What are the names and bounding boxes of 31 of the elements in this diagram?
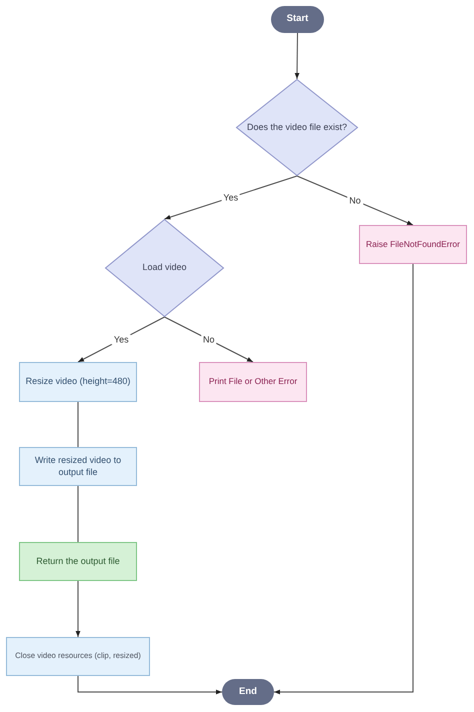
terminal-pill [222,679,274,705]
step-label: Raise FileNotFoundError [366,238,460,250]
edge-label: No [201,334,216,345]
edge-label: Yes [221,192,240,203]
process-box [19,362,137,402]
arrow [78,676,222,694]
decision-diamond [236,79,358,176]
process-box [19,447,137,486]
terminal-label: Start [286,13,308,26]
arrow [78,316,165,362]
decision-diamond [105,219,224,317]
arrow [164,316,254,362]
arrow [76,580,80,638]
error-box [199,362,307,402]
edge-label: No [347,195,363,206]
step-label: Resize video (height=480) [26,376,130,388]
arrow [294,32,300,80]
arrow [164,176,298,220]
terminal-pill [271,6,324,33]
error-box [359,225,467,264]
decision-label: Load video [142,262,187,274]
step-label: Return the output file [36,556,120,568]
process-box [6,637,150,676]
process-box [19,542,137,581]
terminal-label: End [239,686,257,698]
decision-label: Does the video file exist? [246,122,348,134]
arrow [274,264,414,694]
arrow [296,176,414,226]
step-label: Print File or Other Error [208,376,298,388]
step-label: Write resized video to output file [34,454,122,478]
edge-label: Yes [112,334,131,345]
